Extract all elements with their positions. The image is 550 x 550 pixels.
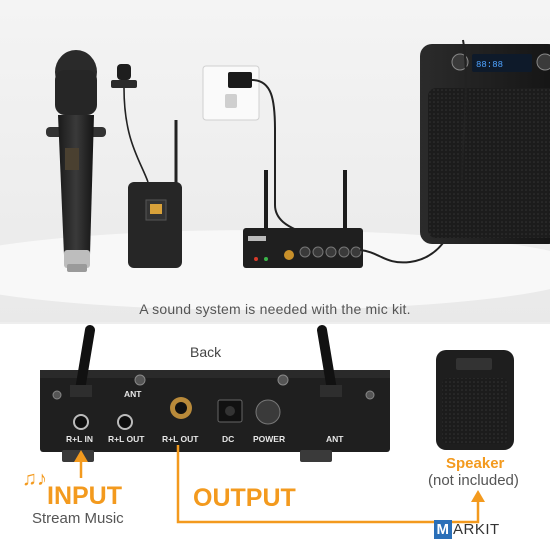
svg-text:88:88: 88:88	[476, 60, 503, 70]
connection-lines	[79, 445, 480, 524]
handheld-microphone	[46, 50, 106, 272]
output-arrowhead	[471, 490, 485, 502]
port-label-rl-in: R+L IN	[66, 434, 94, 444]
markit-watermark: M ARKIT	[434, 518, 500, 540]
bodypack-transmitter	[128, 120, 182, 268]
port-label-rl-out-2: R+L OUT	[162, 434, 199, 444]
port-label-ant-left: ANT	[124, 389, 142, 399]
port-label-power: POWER	[253, 434, 286, 444]
input-label: INPUT	[47, 482, 122, 510]
receiver-back-panel	[40, 325, 390, 462]
input-arrowhead	[74, 450, 88, 462]
port-label-dc: DC	[222, 434, 235, 444]
output-label: OUTPUT	[193, 484, 296, 512]
lavalier-microphone	[111, 64, 149, 183]
speaker-subtitle: (not included)	[428, 472, 519, 489]
pa-speaker: 88:88	[420, 39, 550, 244]
port-label-rl-out-1: R+L OUT	[108, 434, 145, 444]
caption: A sound system is needed with the mic ki…	[139, 301, 411, 317]
input-subtitle: Stream Music	[32, 510, 124, 527]
speaker-label: Speaker	[446, 455, 505, 472]
music-notes-icon: ♫♪	[22, 468, 47, 490]
back-title: Back	[190, 344, 222, 360]
port-label-ant-right: ANT	[326, 434, 344, 444]
watermark-text: ARKIT	[453, 520, 500, 538]
speaker-not-included	[436, 350, 514, 450]
watermark-m: M	[434, 519, 452, 539]
wireless-receiver	[243, 170, 463, 268]
